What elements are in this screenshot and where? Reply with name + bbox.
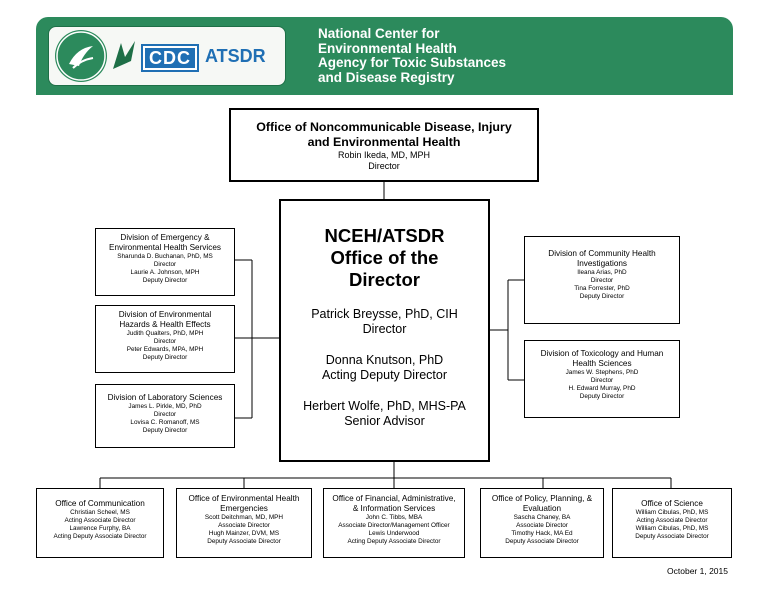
office-of-communication: Office of Communication Christian Scheel… — [36, 488, 164, 558]
eagle-icon — [113, 41, 135, 69]
division-laboratory-sciences: Division of Laboratory Sciences James L.… — [95, 384, 235, 448]
office-financial-administrative-information: Office of Financial, Administrative, & I… — [323, 488, 465, 558]
office-policy-planning-evaluation: Office of Policy, Planning, & Evaluation… — [480, 488, 604, 558]
logo-area: CDC ATSDR — [48, 26, 286, 86]
division-community-health-investigations: Division of Community Health Investigati… — [524, 236, 680, 324]
cdc-logo: CDC — [141, 44, 199, 72]
header-banner: CDC ATSDR National Center for Environmen… — [36, 17, 733, 95]
effective-date: October 1, 2015 — [667, 566, 728, 576]
atsdr-logo: ATSDR — [205, 46, 266, 66]
division-environmental-hazards: Division of Environmental Hazards & Heal… — [95, 305, 235, 373]
office-environmental-health-emergencies: Office of Environmental Health Emergenci… — [176, 488, 312, 558]
office-noncommunicable-disease: Office of Noncommunicable Disease, Injur… — [229, 108, 539, 182]
office-of-the-director: NCEH/ATSDR Office of the Director Patric… — [279, 199, 490, 462]
banner-title: National Center for Environmental Health… — [318, 26, 507, 85]
office-of-science: Office of Science William Cibulas, PhD, … — [612, 488, 732, 558]
division-emergency-environmental-health: Division of Emergency & Environmental He… — [95, 228, 235, 296]
hhs-seal-icon — [55, 30, 107, 82]
division-toxicology-human-health: Division of Toxicology and Human Health … — [524, 340, 680, 418]
